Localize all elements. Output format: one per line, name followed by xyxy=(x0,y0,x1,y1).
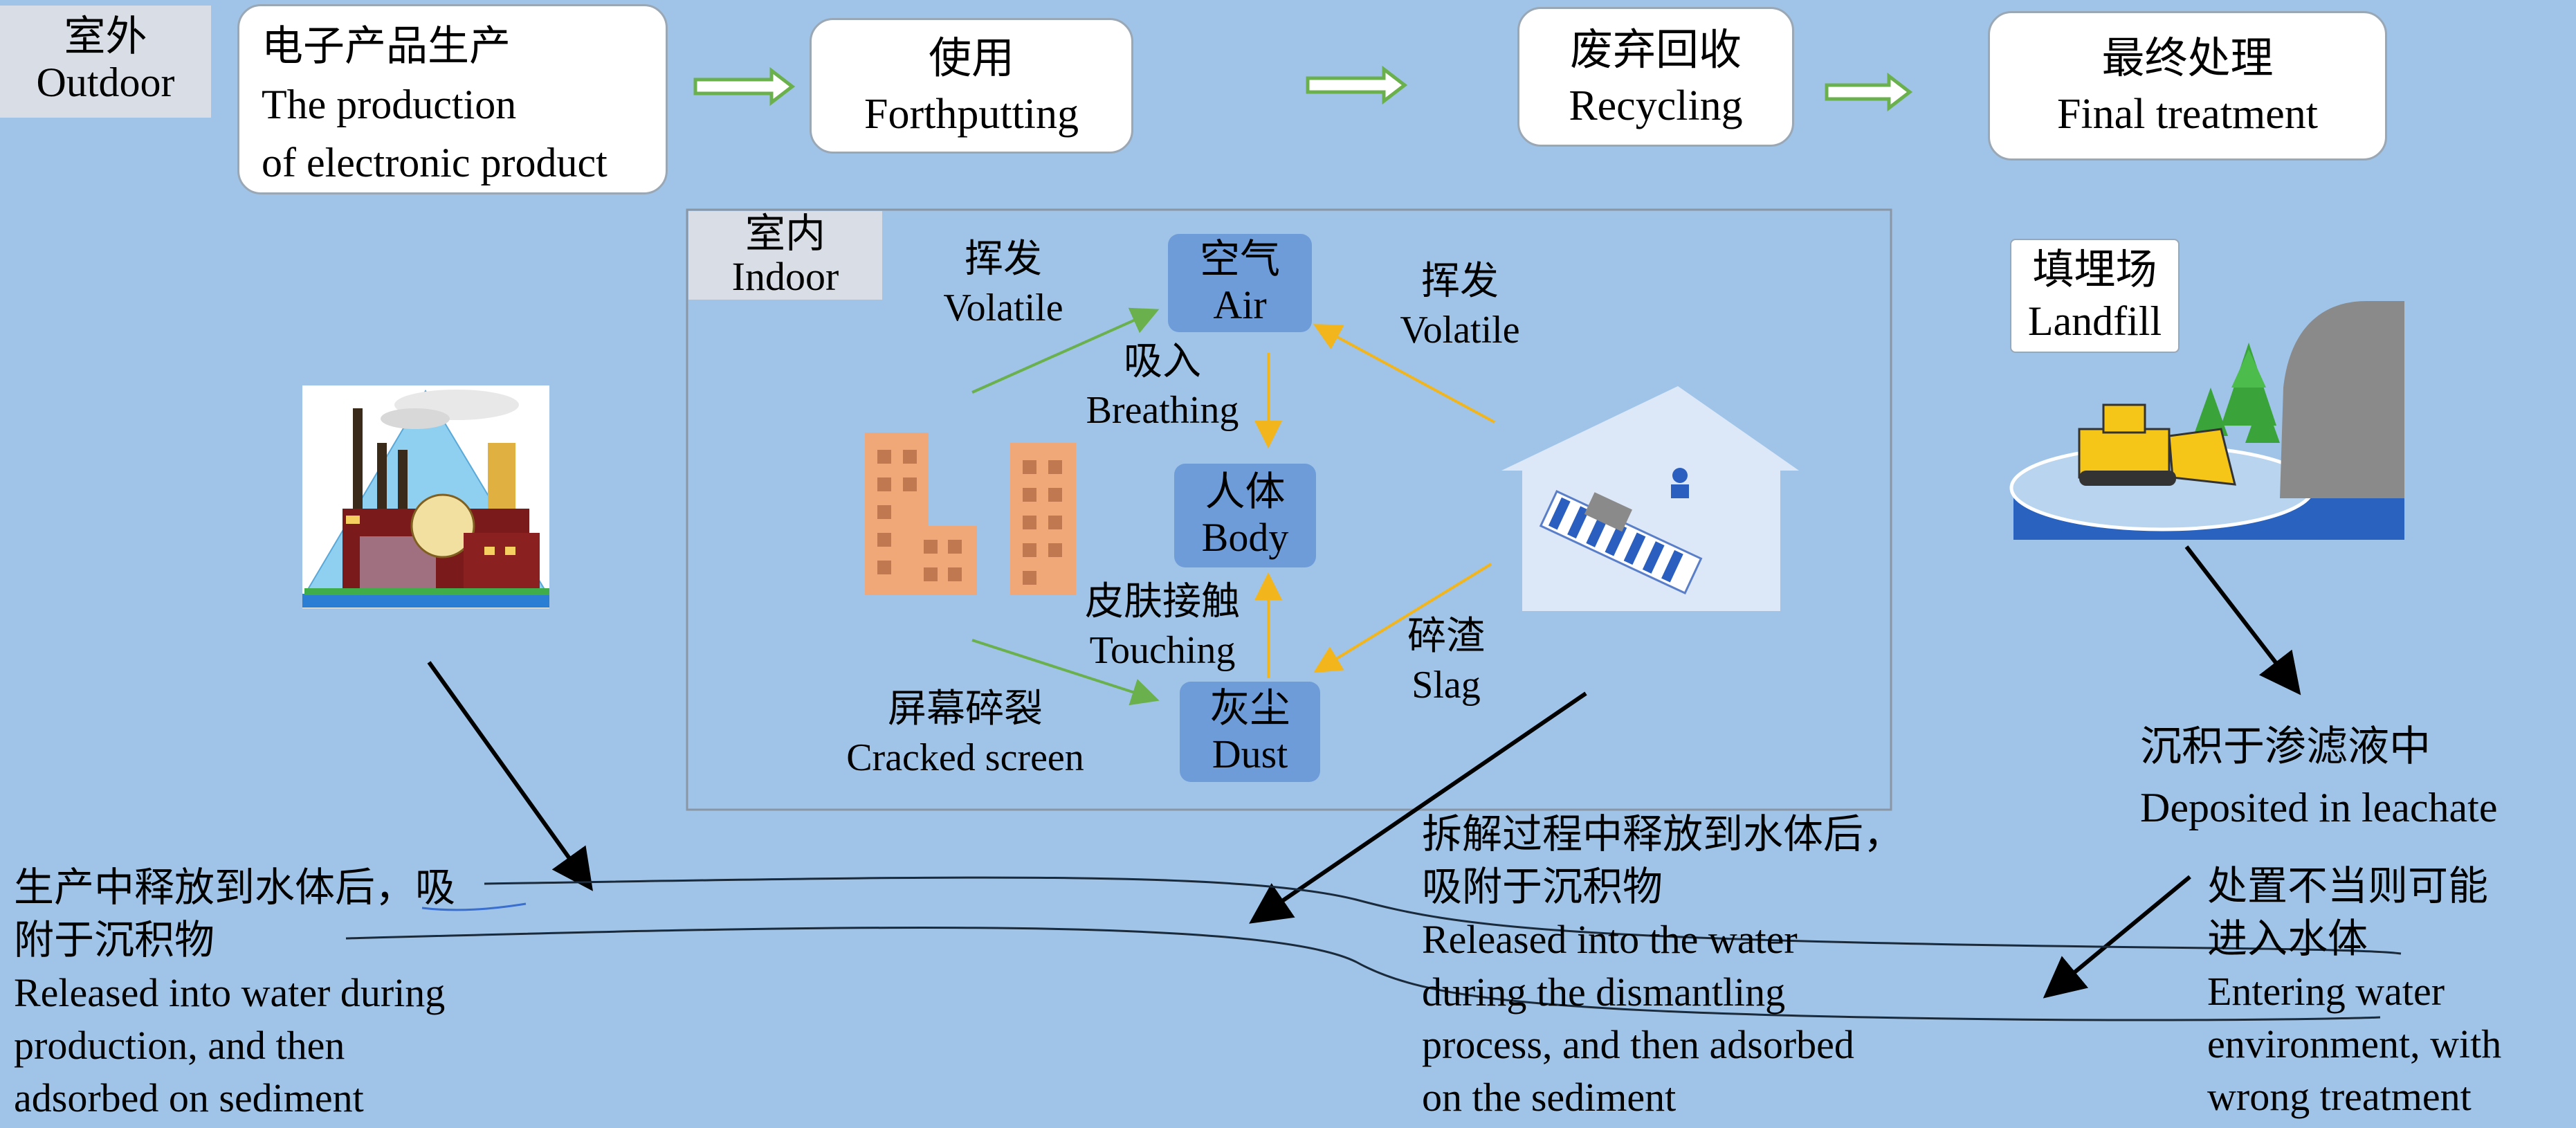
outdoor-en: Outdoor xyxy=(36,60,175,105)
indoor-frame xyxy=(686,208,1892,811)
note-improper-cn2: 进入水体 xyxy=(2207,916,2368,961)
indoor-en: Indoor xyxy=(731,254,839,299)
label-slag-cn: 碎渣 xyxy=(1407,615,1485,658)
stage-recycling: 废弃回收 Recycling xyxy=(1517,7,1794,147)
note-production-cn1: 生产中释放到水体后，吸 xyxy=(14,865,456,910)
landfill-en: Landfill xyxy=(2027,298,2162,344)
label-volatile-right-en: Volatile xyxy=(1400,309,1520,352)
note-dismantle-en2: during the dismantling xyxy=(1422,970,1786,1015)
label-breathing: 吸入 Breathing xyxy=(1066,338,1259,435)
note-dismantle-en3: process, and then adsorbed xyxy=(1422,1022,1854,1067)
label-volatile-right-cn: 挥发 xyxy=(1421,260,1499,303)
stage-production-en2: of electronic product xyxy=(262,140,608,185)
stage-recycling-en: Recycling xyxy=(1569,82,1743,129)
node-body: 人体 Body xyxy=(1174,464,1316,567)
label-touching-cn: 皮肤接触 xyxy=(1085,581,1240,624)
volatile-left-arrow xyxy=(971,307,1160,394)
node-air-cn: 空气 xyxy=(1199,237,1280,282)
label-volatile-left-cn: 挥发 xyxy=(965,238,1042,281)
recycling-house-icon xyxy=(1501,386,1799,611)
stage-production: 电子产品生产 The production of electronic prod… xyxy=(237,4,668,194)
factory-icon xyxy=(302,385,549,608)
slag-arrow xyxy=(1313,563,1492,673)
note-dismantle-cn1: 拆解过程中释放到水体后， xyxy=(1422,812,1904,857)
cracked-screen-arrow xyxy=(971,639,1160,706)
note-dismantle-cn2: 吸附于沉积物 xyxy=(1422,864,1663,909)
note-improper-treatment: 处置不当则可能 进入水体 Entering water environment,… xyxy=(2207,860,2501,1123)
note-dismantle-water: 拆解过程中释放到水体后， 吸附于沉积物 Released into the wa… xyxy=(1422,808,1903,1124)
note-dismantle-en1: Released into the water xyxy=(1422,917,1798,962)
stage-final-en: Final treatment xyxy=(2056,91,2319,138)
label-cracked-screen: 屏幕碎裂 Cracked screen xyxy=(823,685,1107,782)
label-slag: 碎渣 Slag xyxy=(1373,612,1519,709)
label-touching-en: Touching xyxy=(1089,629,1236,672)
dismantle-water-arrow xyxy=(1249,691,1587,924)
note-improper-en3: wrong treatment xyxy=(2207,1074,2472,1119)
label-touching: 皮肤接触 Touching xyxy=(1066,578,1259,675)
water-line-upper xyxy=(484,876,2402,955)
stage-final-cn: 最终处理 xyxy=(2101,35,2274,82)
label-volatile-right: 挥发 Volatile xyxy=(1384,257,1536,354)
stage-production-cn: 电子产品生产 xyxy=(262,24,511,69)
node-air: 空气 Air xyxy=(1168,234,1312,332)
landfill-tag: 填埋场 Landfill xyxy=(2010,239,2180,353)
node-air-en: Air xyxy=(1213,282,1267,327)
label-cracked-en: Cracked screen xyxy=(846,736,1084,779)
volatile-right-arrow xyxy=(1313,324,1495,424)
stage-forthputting-en: Forthputting xyxy=(864,91,1079,138)
production-water-arrow xyxy=(427,661,593,891)
underline-mark xyxy=(421,902,527,911)
buildings-icon xyxy=(865,433,1076,595)
landfill-cn: 填埋场 xyxy=(2032,247,2157,293)
label-slag-en: Slag xyxy=(1412,664,1481,707)
note-production-en3: adsorbed on sediment xyxy=(14,1075,364,1120)
flow-arrow-2 xyxy=(1306,65,1408,105)
label-breathing-en: Breathing xyxy=(1086,389,1239,432)
node-dust-en: Dust xyxy=(1212,731,1288,776)
label-breathing-cn: 吸入 xyxy=(1124,340,1201,383)
label-volatile-left-en: Volatile xyxy=(943,286,1063,329)
note-improper-en1: Entering water xyxy=(2207,969,2445,1014)
stage-production-en1: The production xyxy=(262,82,517,127)
outdoor-cn: 室外 xyxy=(64,14,147,60)
stage-final-treatment: 最终处理 Final treatment xyxy=(1988,11,2387,161)
water-line-lower xyxy=(345,927,2381,1021)
label-cracked-cn: 屏幕碎裂 xyxy=(888,688,1043,731)
indoor-tag: 室内 Indoor xyxy=(688,211,882,300)
node-body-en: Body xyxy=(1201,515,1289,560)
note-production-water: 生产中释放到水体后，吸 附于沉积物 Released into water du… xyxy=(14,862,455,1125)
outdoor-tag: 室外 Outdoor xyxy=(0,6,211,118)
flow-arrow-3 xyxy=(1825,72,1913,112)
landfill-bulldozer-icon xyxy=(2009,301,2404,540)
node-dust: 灰尘 Dust xyxy=(1180,682,1320,782)
flow-arrow-1 xyxy=(693,66,796,107)
label-volatile-left: 挥发 Volatile xyxy=(927,235,1079,332)
stage-recycling-cn: 废弃回收 xyxy=(1569,27,1742,74)
note-leachate-en: Deposited in leachate xyxy=(2140,785,2498,830)
node-body-cn: 人体 xyxy=(1205,469,1286,514)
note-dismantle-en4: on the sediment xyxy=(1422,1075,1677,1120)
stage-forthputting: 使用 Forthputting xyxy=(810,18,1133,154)
note-leachate-cn: 沉积于渗滤液中 xyxy=(2140,724,2431,770)
stage-forthputting-cn: 使用 xyxy=(928,35,1014,82)
indoor-cn: 室内 xyxy=(745,211,825,256)
leachate-arrow xyxy=(2184,545,2301,695)
note-improper-cn1: 处置不当则可能 xyxy=(2207,864,2489,909)
node-dust-cn: 灰尘 xyxy=(1209,686,1290,731)
note-improper-en2: environment, with xyxy=(2207,1021,2502,1066)
improper-water-arrow xyxy=(2043,875,2191,999)
note-production-cn2: 附于沉积物 xyxy=(14,918,215,963)
note-production-en1: Released into water during xyxy=(14,970,446,1015)
note-production-en2: production, and then xyxy=(14,1023,345,1068)
note-leachate: 沉积于渗滤液中 Deposited in leachate xyxy=(2140,716,2497,838)
